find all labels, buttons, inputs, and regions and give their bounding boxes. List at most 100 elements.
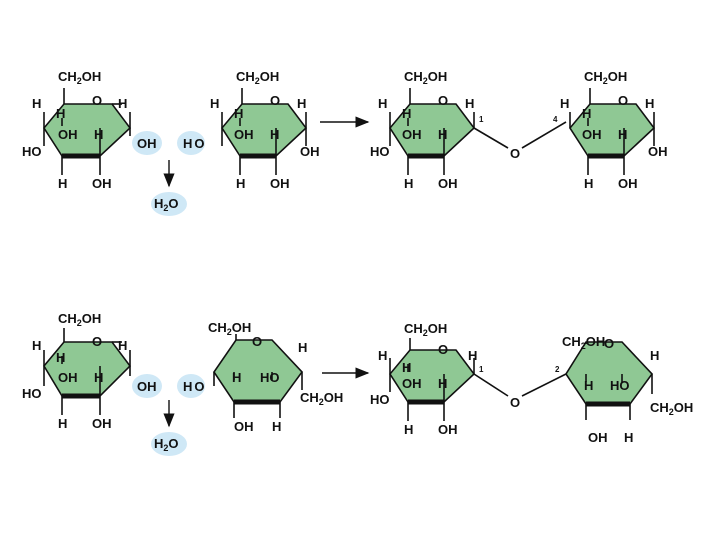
oh-label: OH <box>137 136 157 151</box>
h-label: H <box>618 127 627 142</box>
oh-label: OH <box>402 127 422 142</box>
oh-label: OH <box>618 176 638 191</box>
ch2oh-label: CH2OH <box>58 69 101 86</box>
h-label: H <box>56 350 65 365</box>
oh-label: OH <box>270 176 290 191</box>
h-label: H <box>298 340 307 355</box>
h-label: H <box>582 106 591 121</box>
h-label: H <box>584 378 593 393</box>
oh-label: OH <box>582 127 602 142</box>
ring-oxygen: O <box>270 93 280 108</box>
oh-label: OH <box>438 422 458 437</box>
ho-label: HO <box>260 370 280 385</box>
h-label: H <box>272 419 281 434</box>
highlight-h <box>177 374 205 398</box>
h-label: H <box>438 376 447 391</box>
ho-label: HO <box>610 378 630 393</box>
h-label: H <box>650 348 659 363</box>
ho-label: HO <box>22 144 42 159</box>
glycosidic-oxygen: O <box>510 395 520 410</box>
h-label: H <box>32 338 41 353</box>
position-1-label: 1 <box>479 365 484 374</box>
h-label: H <box>270 127 279 142</box>
highlight-oh <box>132 131 162 155</box>
oh-label: OH <box>234 419 254 434</box>
highlight-oh <box>132 374 162 398</box>
ch2oh-label: CH2OH <box>404 69 447 86</box>
h-label: H <box>402 106 411 121</box>
ch2oh-label: CH2OH <box>300 390 343 407</box>
h-label: H <box>58 416 67 431</box>
ch2oh-label: CH2OH <box>562 334 605 351</box>
h-label: H <box>378 348 387 363</box>
oh-label: OH <box>58 127 78 142</box>
h-label: H <box>624 430 633 445</box>
h-label: H <box>236 176 245 191</box>
glucose-ring-c: CH2OH O H H H OH H OH HO H OH <box>22 311 157 431</box>
h-label: H <box>438 127 447 142</box>
position-4-label: 4 <box>553 115 558 124</box>
h-label: H <box>234 106 243 121</box>
ring-oxygen: O <box>604 336 614 351</box>
ring-oxygen: O <box>438 342 448 357</box>
maltose-product: CH2OH O H H H OH H HO H OH 1 O 4 CH2OH O… <box>370 69 668 191</box>
ch2oh-label: CH2OH <box>404 321 447 338</box>
water-label: H2O <box>154 196 179 213</box>
oh-label: OH <box>234 127 254 142</box>
position-1-label: 1 <box>479 115 484 124</box>
sucrose-product: CH2OH O H H H OH H HO H OH 1 O 2 CH2OH O… <box>370 321 693 445</box>
oh-label: OH <box>648 144 668 159</box>
h-label: H <box>232 370 241 385</box>
h-label: H <box>297 96 306 111</box>
ho-label: HO <box>22 386 42 401</box>
h-label: H <box>118 338 127 353</box>
ch2oh-label: CH2OH <box>58 311 101 328</box>
oh-label: OH <box>137 379 157 394</box>
ho-label: HO <box>370 144 390 159</box>
h-label: H <box>94 127 103 142</box>
oh-label: OH <box>92 416 112 431</box>
h-label: H <box>465 96 474 111</box>
oh-label: OH <box>300 144 320 159</box>
oh-label: OH <box>92 176 112 191</box>
h-label: H <box>560 96 569 111</box>
ring-oxygen: O <box>618 93 628 108</box>
h-label: H <box>404 176 413 191</box>
water-label: H2O <box>154 436 179 453</box>
h-label: H <box>210 96 219 111</box>
h-label: H <box>468 348 477 363</box>
glycosidic-oxygen: O <box>510 146 520 161</box>
ring-oxygen: O <box>92 334 102 349</box>
h-label: H <box>404 422 413 437</box>
ch2oh-label: CH2OH <box>650 400 693 417</box>
ring-oxygen: O <box>438 93 448 108</box>
position-2-label: 2 <box>555 365 560 374</box>
oh-label: OH <box>438 176 458 191</box>
ch2oh-label: CH2OH <box>208 320 251 337</box>
h-label: H <box>56 106 65 121</box>
oh-label: OH <box>58 370 78 385</box>
oh-label: OH <box>402 376 422 391</box>
oh-label: OH <box>588 430 608 445</box>
highlight-water <box>151 192 187 216</box>
h-label: H <box>118 96 127 111</box>
h-label: H <box>584 176 593 191</box>
ch2oh-label: CH2OH <box>584 69 627 86</box>
h-label: H <box>645 96 654 111</box>
h-label: H <box>32 96 41 111</box>
h-label: H <box>94 370 103 385</box>
glucose-ring-a: CH2OH O H H H OH H OH HO H OH <box>22 69 157 191</box>
h-label: H <box>378 96 387 111</box>
ring-oxygen: O <box>252 334 262 349</box>
highlight-h <box>177 131 205 155</box>
ch2oh-label: CH2OH <box>236 69 279 86</box>
h-label: H <box>402 360 411 375</box>
highlight-water <box>151 432 187 456</box>
ho-label: HO <box>370 392 390 407</box>
h-label: H <box>58 176 67 191</box>
